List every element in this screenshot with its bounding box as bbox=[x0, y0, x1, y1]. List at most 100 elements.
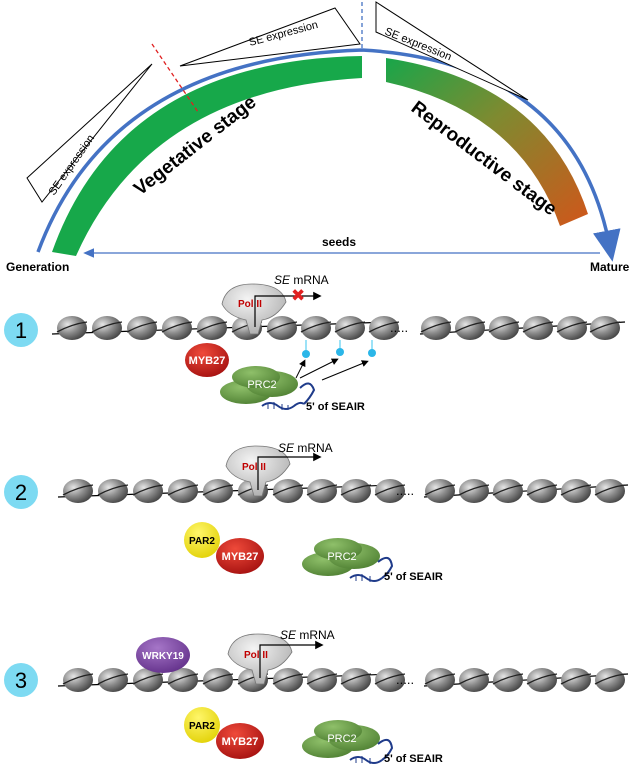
par2-label: PAR2 bbox=[189, 536, 215, 547]
par2-protein bbox=[184, 707, 220, 743]
panel-1: 1 ..... Pol II SE mRNA ✖ MYB27 PRC2 bbox=[4, 273, 626, 413]
se-mrna-label: SE mRNA bbox=[280, 628, 335, 642]
nucleosome bbox=[488, 316, 520, 340]
mature-label: Mature bbox=[590, 260, 630, 274]
nucleosome bbox=[526, 668, 558, 692]
generation-label: Generation bbox=[6, 260, 69, 274]
prc2-arrow bbox=[295, 359, 306, 379]
pol-ii-label: Pol II bbox=[244, 650, 268, 661]
nucleosome bbox=[526, 479, 558, 503]
nucleosome bbox=[306, 479, 338, 503]
nucleosome bbox=[589, 316, 621, 340]
nucleosome bbox=[132, 668, 164, 692]
methylation-marks bbox=[302, 340, 376, 358]
life-cycle-arc bbox=[36, 48, 621, 262]
life-cycle-panel: SE expression SE expression SE expressio… bbox=[6, 1, 630, 274]
panel-3: 3 ..... WRKY19 Pol II SE mRNA PAR2 MYB27… bbox=[4, 628, 629, 765]
nucleosome bbox=[132, 479, 164, 503]
nucleosome bbox=[62, 479, 94, 503]
nucleosome bbox=[202, 668, 234, 692]
prc2-label: PRC2 bbox=[327, 733, 356, 745]
myb27-label: MYB27 bbox=[189, 355, 226, 367]
panel-number-badge bbox=[4, 663, 38, 697]
nucleosome bbox=[97, 479, 129, 503]
vegetative-bar bbox=[52, 56, 362, 256]
myb27-protein bbox=[216, 538, 264, 574]
reproductive-bar bbox=[386, 58, 588, 226]
panel-number: 2 bbox=[15, 480, 27, 505]
prc2-complex bbox=[220, 366, 298, 404]
panel-number-badge bbox=[4, 475, 38, 509]
nucleosome bbox=[62, 668, 94, 692]
wrky19-label: WRKY19 bbox=[142, 651, 184, 662]
nucleosome bbox=[560, 479, 592, 503]
nucleosome bbox=[556, 316, 588, 340]
seair-rna-icon bbox=[261, 382, 316, 410]
nucleosome bbox=[266, 316, 298, 340]
se-mrna-label: SE mRNA bbox=[278, 441, 333, 455]
dots-gap: ..... bbox=[396, 672, 414, 687]
nucleosome bbox=[300, 316, 332, 340]
chromatin-fiber bbox=[57, 668, 629, 692]
prc2-arrow bbox=[321, 360, 369, 381]
nucleosome bbox=[202, 479, 234, 503]
chromatin-fiber bbox=[51, 316, 626, 340]
nucleosome bbox=[91, 316, 123, 340]
nucleosome bbox=[306, 668, 338, 692]
dots-gap: ..... bbox=[390, 320, 408, 335]
prc2-label: PRC2 bbox=[327, 551, 356, 563]
panel-2: 2 ..... Pol II SE mRNA PAR2 MYB27 PRC2 5… bbox=[4, 441, 629, 583]
myb27-label: MYB27 bbox=[222, 736, 259, 748]
nucleosome bbox=[334, 316, 366, 340]
blocked-x-icon: ✖ bbox=[291, 286, 305, 306]
se-expression-wedge-left bbox=[26, 63, 153, 203]
se-expression-wedge-middle bbox=[179, 7, 361, 67]
prc2-label: PRC2 bbox=[247, 379, 276, 391]
nucleosome bbox=[594, 479, 626, 503]
chromatin-fiber bbox=[57, 479, 629, 503]
seair-label: 5' of SEAIR bbox=[384, 571, 443, 583]
myb27-protein bbox=[185, 343, 229, 377]
dna-strand bbox=[423, 484, 629, 498]
seair-rna-icon bbox=[349, 738, 394, 764]
nucleosome bbox=[340, 479, 372, 503]
seair-label: 5' of SEAIR bbox=[384, 753, 443, 765]
nucleosome bbox=[196, 316, 228, 340]
myb27-protein bbox=[216, 723, 264, 759]
seeds-label: seeds bbox=[322, 235, 356, 249]
seair-label: 5' of SEAIR bbox=[306, 401, 365, 413]
wrky19-protein bbox=[136, 637, 190, 673]
dots-gap: ..... bbox=[396, 483, 414, 498]
panel-number: 1 bbox=[15, 318, 27, 343]
par2-protein bbox=[184, 522, 220, 558]
nucleosome bbox=[492, 668, 524, 692]
nucleosome bbox=[424, 479, 456, 503]
dna-strand bbox=[423, 673, 629, 687]
nucleosome bbox=[458, 668, 490, 692]
nucleosome bbox=[374, 479, 406, 503]
nucleosome bbox=[492, 479, 524, 503]
nucleosome bbox=[560, 668, 592, 692]
se-expression-wedge-right bbox=[375, 1, 529, 101]
prc2-arrow bbox=[299, 358, 339, 379]
pol-ii-label: Pol II bbox=[238, 299, 262, 310]
nucleosome bbox=[458, 479, 490, 503]
prc2-complex bbox=[302, 538, 380, 576]
pol-ii-label: Pol II bbox=[242, 462, 266, 473]
nucleosome bbox=[272, 668, 304, 692]
transcription-arrow bbox=[259, 640, 324, 678]
nucleosome bbox=[454, 316, 486, 340]
transcription-arrow bbox=[254, 291, 322, 327]
nucleosome bbox=[56, 316, 88, 340]
nucleosome bbox=[97, 668, 129, 692]
nucleosome bbox=[420, 316, 452, 340]
panel-number: 3 bbox=[15, 668, 27, 693]
nucleosome bbox=[161, 316, 193, 340]
nucleosome bbox=[167, 479, 199, 503]
nucleosome bbox=[522, 316, 554, 340]
dna-strand bbox=[419, 321, 626, 335]
nucleosome bbox=[374, 668, 406, 692]
panel-number-badge bbox=[4, 313, 38, 347]
par2-label: PAR2 bbox=[189, 721, 215, 732]
